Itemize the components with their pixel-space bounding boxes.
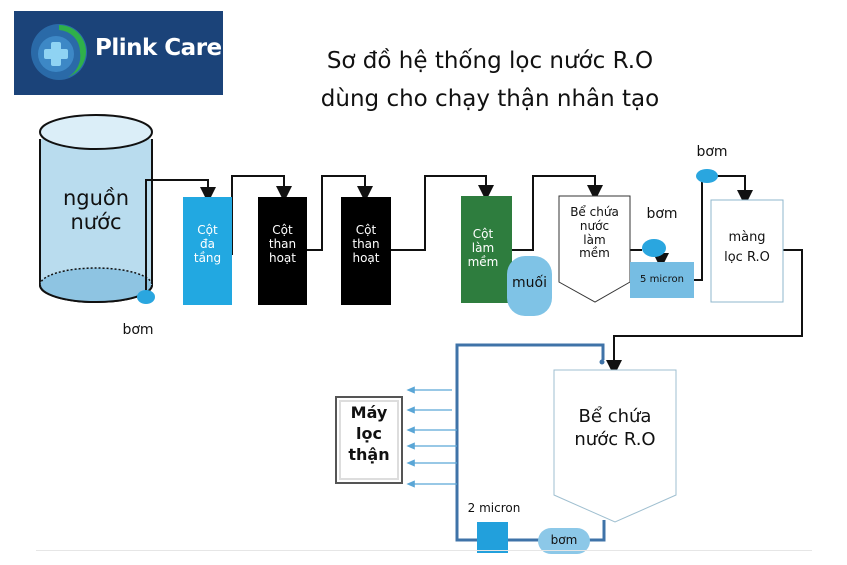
softener-label-line3: mềm <box>467 254 499 269</box>
multimedia-label-line2: đa <box>200 236 215 251</box>
multimedia-label-line3: tầng <box>193 250 222 265</box>
ro-membrane <box>710 199 784 303</box>
outlet-arrows <box>406 386 457 488</box>
distribution-loop-pipe <box>455 343 606 542</box>
main-pump-icon <box>137 290 155 304</box>
medical-cross-logo-icon <box>31 24 87 80</box>
salt-label: muối <box>512 275 547 291</box>
pump-ro-label: bơm <box>696 144 728 160</box>
soft-tank-label-line4: mềm <box>579 246 610 261</box>
softened-water-tank <box>558 195 631 303</box>
ro-membrane-label: màng lọc R.O <box>711 228 783 267</box>
water-softener-column <box>461 196 512 303</box>
multimedia-filter-column <box>183 197 232 305</box>
source-water-label: nguồn nước <box>40 186 152 234</box>
source-label-line1: nguồn <box>62 186 130 210</box>
softener-label-line1: Cột <box>472 227 494 241</box>
source-label-line2: nước <box>70 210 122 235</box>
ro-tank-label: Bể chứa nước R.O <box>554 406 676 451</box>
softener-column-label: Cột làm mềm <box>461 227 505 269</box>
dialysis-machine-label: Máy lọc thận <box>336 403 402 465</box>
pump-5micron-icon <box>642 239 666 257</box>
pretreatment-pipes <box>145 175 803 376</box>
dialysis-label-line2: lọc <box>356 423 382 443</box>
dialysis-machine <box>335 396 403 484</box>
carbon1-label-line1: Cột <box>272 223 293 237</box>
ro-tank-label-line2: nước R.O <box>574 428 656 450</box>
diagram-title-line2: dùng cho chạy thận nhân tạo <box>320 86 660 112</box>
brand-name: Plink Care <box>95 35 222 61</box>
ro-membrane-label-line2: lọc R.O <box>724 249 770 265</box>
carbon-column-2-label: Cột than hoạt <box>341 223 391 265</box>
bottom-divider <box>36 550 812 551</box>
multimedia-label-line1: Cột <box>197 223 218 237</box>
softened-tank-label: Bể chứa nước làm mềm <box>559 205 630 261</box>
carbon2-label-line1: Cột <box>355 223 377 237</box>
softener-label-line2: làm <box>471 240 495 255</box>
pump-5micron-label: bơm <box>646 206 678 222</box>
carbon1-label-line2: than <box>268 236 297 251</box>
multimedia-column-label: Cột đa tầng <box>183 223 232 265</box>
activated-carbon-column-1 <box>258 197 307 305</box>
ro-tank-label-line1: Bể chứa <box>578 406 652 427</box>
dialysis-label-line1: Máy <box>350 403 388 422</box>
activated-carbon-column-2 <box>341 197 391 305</box>
carbon-column-1-label: Cột than hoạt <box>258 223 307 265</box>
filter-2-micron <box>477 522 508 553</box>
diagram-title-line1: Sơ đồ hệ thống lọc nước R.O <box>326 48 654 74</box>
carbon1-label-line3: hoạt <box>268 250 296 265</box>
dialysis-label-line3: thận <box>348 444 390 464</box>
main-pump-label: bơm <box>122 322 154 338</box>
loop-pump-label: bơm <box>550 533 578 547</box>
filter-5-micron-label: 5 micron <box>640 274 684 285</box>
soft-tank-label-line2: nước <box>579 218 610 233</box>
carbon2-label-line3: hoạt <box>352 250 380 265</box>
brand-logo: Plink Care <box>14 11 223 95</box>
loop-pump-icon <box>538 528 590 554</box>
salt-tank <box>507 256 552 316</box>
soft-tank-label-line3: làm <box>583 232 606 247</box>
filter-2-micron-label: 2 micron <box>467 501 521 515</box>
ro-water-tank <box>553 369 677 523</box>
ro-membrane-label-line1: màng <box>728 230 766 245</box>
filter-5-micron <box>630 262 694 298</box>
soft-tank-label-line1: Bể chứa <box>570 205 619 219</box>
pump-ro-icon <box>696 169 718 183</box>
carbon2-label-line2: than <box>352 236 380 251</box>
